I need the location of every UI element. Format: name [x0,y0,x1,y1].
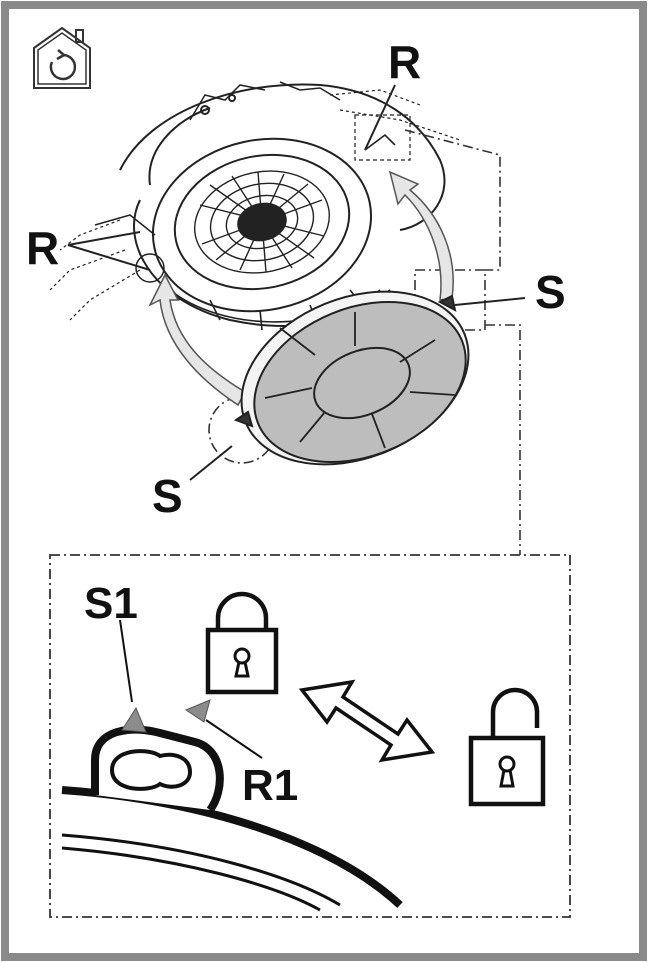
label-r-left: R [26,222,59,274]
label-s-right: S [535,266,566,318]
r1-marker-triangle [184,699,211,723]
label-s-bottom: S [152,470,183,522]
label-s1: S1 [84,579,138,628]
clip-closeup [61,725,403,912]
label-r-top: R [388,36,421,88]
carbon-filter [233,290,470,466]
detail-panel [49,554,571,918]
house-recirculation-icon [33,26,91,89]
leader-lines [67,84,526,481]
s1-leader [119,619,133,703]
padlock-locked-icon [205,591,279,695]
mounting-arrows [148,170,454,407]
padlock-unlocked-icon [468,687,546,807]
hood-motor-assembly [49,81,461,331]
r1-leader [205,719,263,759]
s1-marker-triangle [121,706,147,733]
label-r1: R1 [242,761,298,810]
double-arrow-icon [298,679,436,763]
